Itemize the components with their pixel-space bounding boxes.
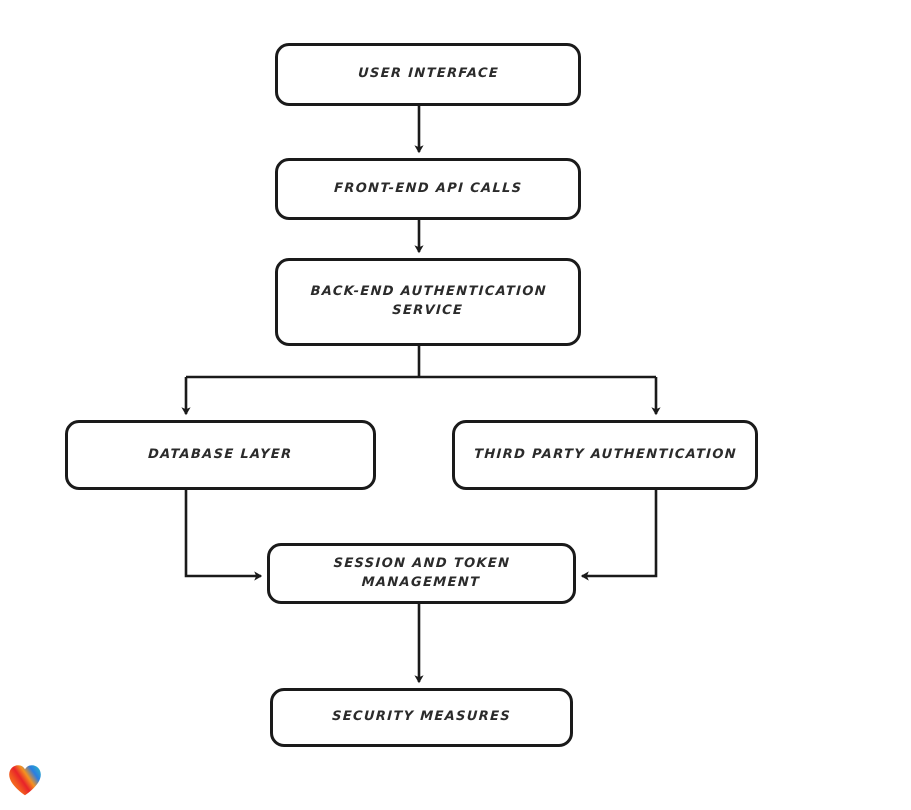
edge-backend-split-bus xyxy=(186,346,656,379)
node-front-end-api-calls[interactable]: Front-End API Calls xyxy=(275,158,581,220)
heart-icon xyxy=(9,765,41,796)
node-label-database-layer: Database Layer xyxy=(147,446,294,462)
node-label-back-end-auth-service: Back-End Authentication Service xyxy=(309,284,548,318)
node-security-measures[interactable]: Security Measures xyxy=(270,688,573,747)
node-label-front-end-api-calls: Front-End API Calls xyxy=(333,180,523,196)
node-database-layer[interactable]: Database Layer xyxy=(65,420,376,490)
node-label-security-measures: Security Measures xyxy=(331,709,512,725)
node-back-end-auth-service[interactable]: Back-End Authentication Service xyxy=(275,258,581,346)
edge-third-to-session xyxy=(580,490,658,581)
edge-db-to-session xyxy=(184,490,263,581)
node-session-token-mgmt[interactable]: Session and Token Management xyxy=(267,543,576,604)
node-label-session-token-mgmt: Session and Token Management xyxy=(333,555,511,590)
node-third-party-auth[interactable]: Third Party Authentication xyxy=(452,420,758,490)
node-user-interface[interactable]: User Interface xyxy=(275,43,581,106)
node-label-user-interface: User Interface xyxy=(357,66,499,82)
node-label-third-party-auth: Third Party Authentication xyxy=(473,446,737,462)
